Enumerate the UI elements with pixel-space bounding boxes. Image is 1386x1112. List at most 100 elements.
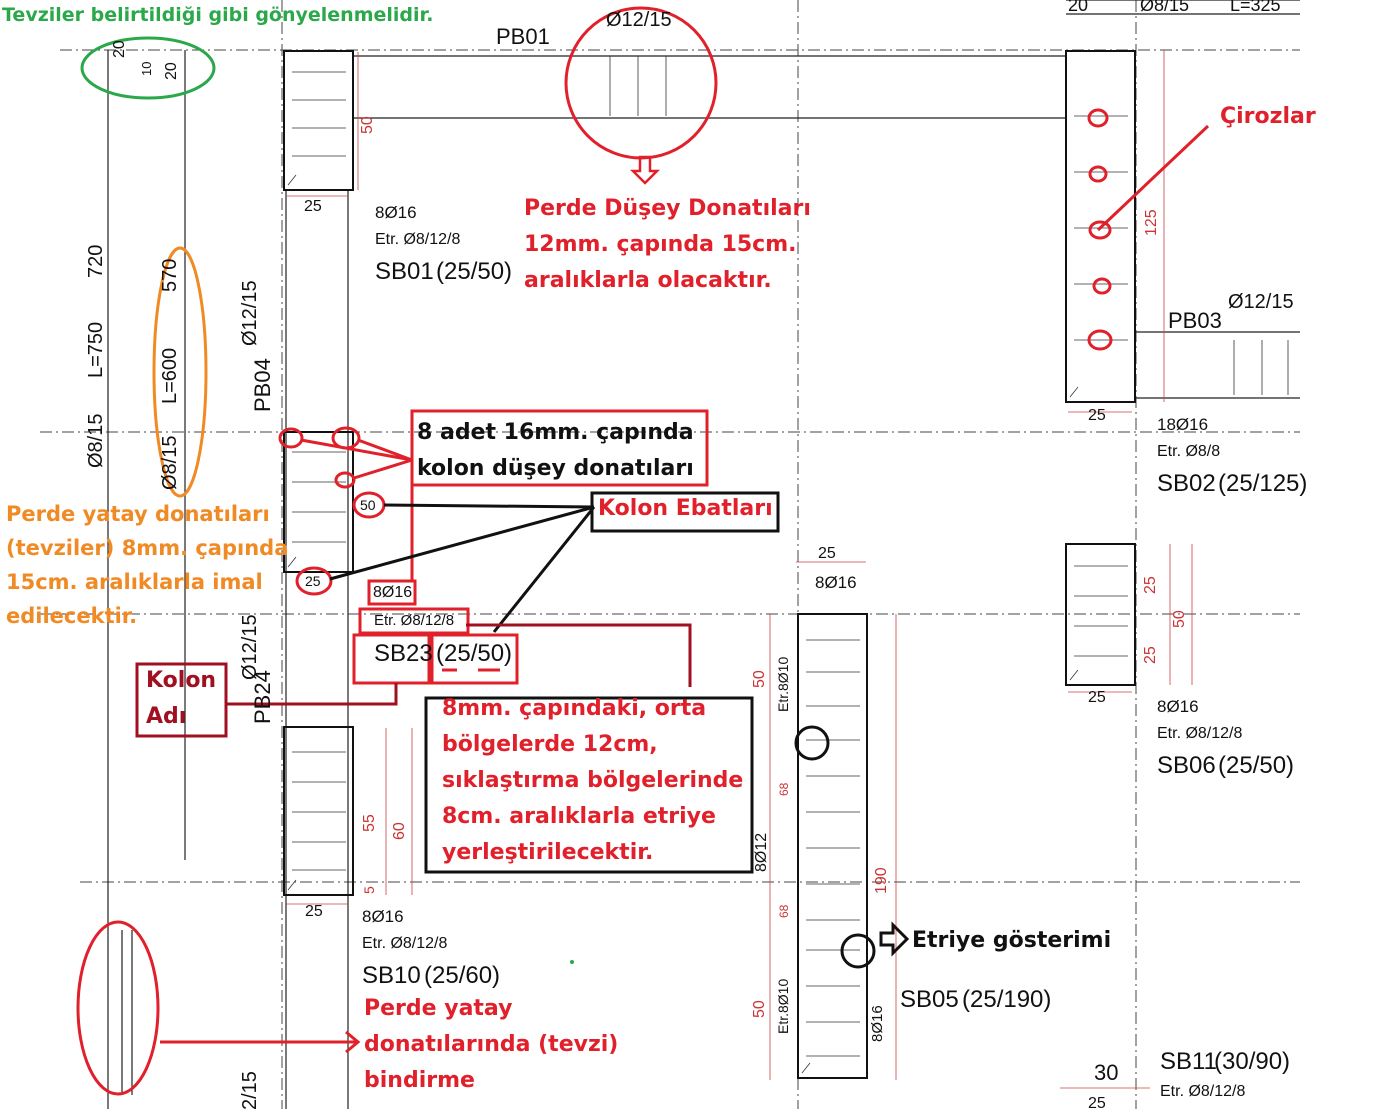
sb01-height: 50 (359, 116, 376, 134)
sb05-e2: Etr.8Ø10 (775, 656, 791, 712)
sb05-bars-top: 8Ø16 (815, 573, 857, 592)
stirrup-marks (287, 56, 1289, 1074)
sb05-e6: 50 (751, 1000, 768, 1018)
spacing-20-right: 20 (163, 62, 180, 80)
etriye-note-line1: 8mm. çapındaki, orta (442, 696, 707, 721)
sb06-stirrup: Etr. Ø8/12/8 (1157, 725, 1243, 742)
etriye-note-line2: bölgelerde 12cm, (442, 732, 658, 757)
length-750: L=750 (85, 321, 107, 378)
sb01-width: 25 (304, 198, 322, 215)
bindirme-line1: Perde yatay (364, 996, 513, 1021)
perde-yatay-line4: edilecektir. (6, 604, 138, 628)
sb10-stirrup: Etr. Ø8/12/8 (362, 935, 448, 952)
wall-ellipse (152, 246, 208, 498)
sb23-bars: 8Ø16 (373, 584, 413, 601)
top-label-2: Ø8/15 (1140, 0, 1190, 15)
sb06-bars: 8Ø16 (1157, 697, 1199, 716)
cirozlar-label: Çirozlar (1220, 104, 1316, 129)
bindirme-line2: donatılarında (tevzi) (364, 1032, 619, 1057)
sb11-dimension: (30/90) (1214, 1048, 1291, 1075)
sb06-height: 50 (1171, 610, 1188, 628)
gonyeleme-note: Tevziler belirtildiği gibi gönyelenmelid… (2, 4, 434, 26)
sb02-dimension: (25/125) (1218, 470, 1308, 497)
kolon-adi-line1: Kolon (146, 668, 217, 693)
spacing-20-left: 20 (111, 40, 128, 58)
rebar-pb24: Ø12/15 (239, 614, 261, 680)
perde-yatay-line2: (tevziler) 8mm. çapında (6, 536, 289, 560)
etriye-note-line3: sıklaştırma bölgelerinde (442, 768, 744, 793)
bindirme-line3: bindirme (364, 1068, 475, 1093)
sb11-width-inner: 25 (1088, 1095, 1106, 1112)
sb23-name: SB23 (374, 640, 433, 667)
sb06-h2: 25 (1142, 646, 1159, 664)
sb11-stirrup: Etr. Ø8/12/8 (1160, 1083, 1246, 1100)
wall-lines (107, 0, 1300, 1109)
kolon-ebat-label: Kolon Ebatları (598, 496, 773, 521)
etriye-note-line4: 8cm. aralıklarla etriye (442, 804, 716, 829)
sb02-name: SB02 (1157, 470, 1216, 497)
annotation-overlays (76, 6, 1210, 1096)
dimension-lines (286, 50, 1193, 1089)
sb10-h3: 5 (361, 886, 377, 894)
sb01-name: SB01 (375, 258, 434, 285)
perde-dusey-line1: Perde Düşey Donatıları (524, 196, 811, 221)
sb10-dimension: (25/60) (424, 962, 501, 989)
sb06-h1: 25 (1142, 576, 1159, 594)
sb10-h1: 55 (361, 814, 378, 832)
perde-yatay-line1: Perde yatay donatıları (6, 502, 270, 526)
sb11-name: SB11 (1160, 1048, 1217, 1075)
sb02-stirrup: Etr. Ø8/8 (1157, 443, 1221, 460)
sb23-width: 25 (305, 573, 321, 589)
sb05-e5: 68 (777, 904, 791, 918)
kolon-dusey-line1: 8 adet 16mm. çapında (417, 420, 694, 445)
sb06-width: 25 (1088, 689, 1106, 706)
sb01-bars: 8Ø16 (375, 203, 417, 222)
sb02-height: 125 (1143, 209, 1160, 236)
sb02-bars: 18Ø16 (1157, 415, 1209, 434)
sb05-e7: Etr.8Ø10 (775, 978, 791, 1034)
sb10-bars: 8Ø16 (362, 907, 404, 926)
beam-pb04: PB04 (250, 358, 275, 412)
sb05-e1: 50 (751, 670, 768, 688)
etriye-gosterimi-label: Etriye gösterimi (912, 928, 1112, 953)
beam-pb01: PB01 (496, 24, 550, 49)
sb10-name: SB10 (362, 962, 421, 989)
column-outlines (283, 50, 1136, 1079)
kolon-adi-line2: Adı (146, 704, 187, 729)
top-label-1: 20 (1068, 0, 1089, 15)
spacing-ellipse (80, 36, 216, 100)
sb05-e3: 68 (777, 782, 791, 796)
sb10-h2: 60 (391, 822, 408, 840)
length-600: L=600 (159, 347, 181, 404)
sb05-e4: 8Ø12 (753, 832, 770, 872)
stirrup-phi-right: Ø8/15 (159, 435, 181, 490)
beam-pb03: PB03 (1168, 308, 1222, 333)
rebar-bottom: 2/15 (239, 1071, 261, 1110)
top-label-3: L=325 (1230, 0, 1281, 15)
lap-ellipse (76, 920, 160, 1096)
dim-570: 570 (159, 258, 181, 292)
sb05-height: 190 (873, 867, 890, 894)
sb11-width: 30 (1094, 1060, 1119, 1085)
sb01-dimension: (25/50) (436, 258, 513, 285)
etriye-note-line5: yerleştirilecektir. (442, 840, 654, 865)
sb01-stirrup: Etr. Ø8/12/8 (375, 231, 461, 248)
sb10-width: 25 (305, 903, 323, 920)
sb23-stirrup: Etr. Ø8/12/8 (374, 612, 455, 629)
rebar-pb04: Ø12/15 (239, 280, 261, 346)
stirrup-phi-left: Ø8/15 (85, 413, 107, 468)
rebar-pb03: Ø12/15 (1228, 291, 1294, 313)
sb05-dimension: (25/190) (962, 986, 1052, 1013)
tie-markers (278, 108, 1113, 596)
sb05-side-bars: 8Ø16 (869, 1005, 886, 1042)
dim-720: 720 (85, 244, 107, 278)
sb23-height: 50 (360, 497, 376, 513)
sb06-name: SB06 (1157, 752, 1216, 779)
rebar-pb01: Ø12/15 (606, 9, 672, 31)
sb06-dimension: (25/50) (1218, 752, 1295, 779)
sb05-width: 25 (818, 545, 836, 562)
sb05-name: SB05 (900, 986, 959, 1013)
sb23-dimension: (25/50) (436, 640, 513, 667)
sb02-width: 25 (1088, 407, 1106, 424)
